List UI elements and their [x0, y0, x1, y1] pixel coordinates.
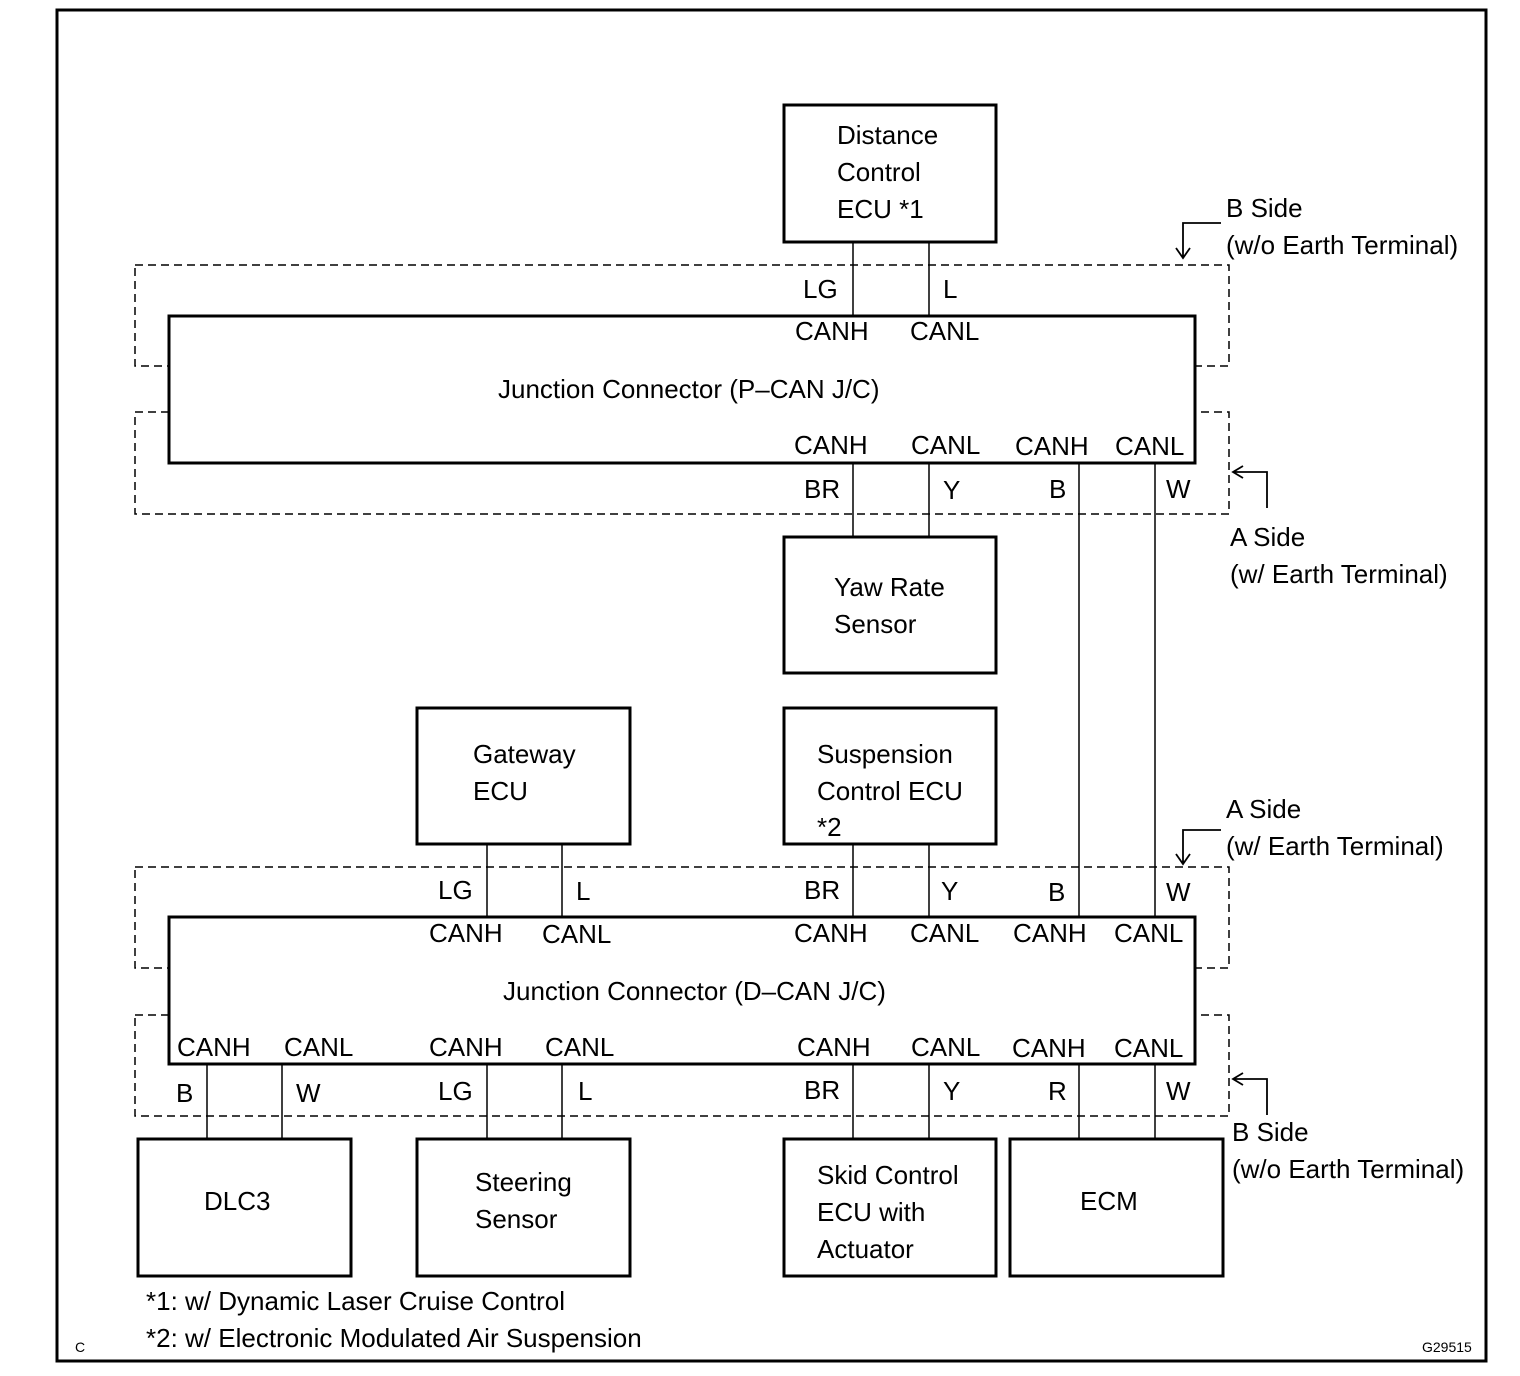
wire-color-label: Y — [941, 876, 958, 906]
diagram-frame — [55, 8, 1488, 1363]
terminal-label: CANL — [911, 430, 980, 460]
wire-color-label: BR — [804, 1075, 840, 1105]
gateway-ecu-line-2: ECU — [473, 776, 528, 806]
wire-color-label: L — [578, 1076, 592, 1106]
d-can-junction-title: Junction Connector (D–CAN J/C) — [503, 976, 886, 1006]
terminal-label: CANL — [1114, 918, 1183, 948]
terminal-label: CANH — [1013, 918, 1087, 948]
wire-color-label: BR — [804, 875, 840, 905]
distance-ecu-box — [782, 103, 998, 244]
a-side-subtitle: (w/ Earth Terminal) — [1230, 559, 1448, 589]
steering-sensor-line-1: Steering — [475, 1167, 572, 1197]
terminal-label: CANH — [794, 918, 868, 948]
suspension-ecu-line-2: Control ECU — [817, 776, 963, 806]
suspension-ecu-line-3: *2 — [817, 812, 842, 842]
wire-color-label: R — [1048, 1076, 1067, 1106]
yaw-rate-sensor-line-2: Sensor — [834, 609, 917, 639]
terminal-label: CANH — [795, 316, 869, 346]
gateway-ecu-box — [415, 706, 632, 846]
terminal-label: CANL — [1114, 1033, 1183, 1063]
distance-ecu-line-1: Distance — [837, 120, 938, 150]
distance-ecu-line-3: ECU *1 — [837, 194, 924, 224]
gateway-ecu-line-1: Gateway — [473, 739, 576, 769]
terminal-label: CANH — [797, 1032, 871, 1062]
wire-color-label: W — [1166, 877, 1191, 907]
wire-color-label: LG — [438, 875, 473, 905]
wire-color-label: LG — [438, 1076, 473, 1106]
terminal-label: CANH — [1012, 1033, 1086, 1063]
terminal-label: CANH — [429, 918, 503, 948]
wire-color-label: L — [943, 274, 957, 304]
skid-control-ecu-box — [782, 1137, 998, 1278]
a-side-subtitle: (w/ Earth Terminal) — [1226, 831, 1444, 861]
distance-ecu-line-2: Control — [837, 157, 921, 187]
a-side-title: A Side — [1230, 522, 1305, 552]
terminal-label: CANH — [429, 1032, 503, 1062]
ecm-box — [1008, 1137, 1225, 1278]
yaw-rate-sensor-line-1: Yaw Rate — [834, 572, 945, 602]
footnote-2: *2: w/ Electronic Modulated Air Suspensi… — [146, 1323, 642, 1353]
p-can-junction-box — [167, 314, 1197, 465]
wire-color-label: W — [296, 1078, 321, 1108]
terminal-label: CANL — [910, 918, 979, 948]
skid-control-ecu-line-3: Actuator — [817, 1234, 914, 1264]
b-side-title: B Side — [1232, 1117, 1309, 1147]
steering-sensor-box — [415, 1137, 632, 1278]
terminal-label: CANH — [1015, 431, 1089, 461]
wire-color-label: W — [1166, 1076, 1191, 1106]
p-can-junction-title: Junction Connector (P–CAN J/C) — [498, 374, 879, 404]
footnote-1: *1: w/ Dynamic Laser Cruise Control — [146, 1286, 565, 1316]
wire-color-label: B — [176, 1078, 193, 1108]
terminal-label: CANL — [545, 1032, 614, 1062]
dlc3-label: DLC3 — [204, 1186, 270, 1216]
wire-color-label: W — [1166, 474, 1191, 504]
steering-sensor-line-2: Sensor — [475, 1204, 558, 1234]
yaw-rate-sensor-box — [782, 535, 998, 675]
suspension-ecu-line-1: Suspension — [817, 739, 953, 769]
terminal-label: CANL — [284, 1032, 353, 1062]
b-side-callout-arrow — [1231, 1072, 1268, 1115]
wire-color-label: B — [1048, 877, 1065, 907]
wire-color-label: B — [1049, 474, 1066, 504]
wire-color-label: L — [576, 876, 590, 906]
a-side-callout-arrow — [1175, 829, 1221, 866]
wire-color-label: Y — [943, 1076, 960, 1106]
terminal-label: CANL — [1115, 431, 1184, 461]
corner-mark: C — [75, 1339, 85, 1355]
a-side-callout-arrow — [1231, 465, 1268, 508]
skid-control-ecu-line-2: ECU with — [817, 1197, 925, 1227]
b-side-subtitle: (w/o Earth Terminal) — [1232, 1154, 1464, 1184]
a-side-title: A Side — [1226, 794, 1301, 824]
b-side-subtitle: (w/o Earth Terminal) — [1226, 230, 1458, 260]
terminal-label: CANL — [911, 1032, 980, 1062]
b-side-callout-arrow — [1175, 222, 1221, 260]
skid-control-ecu-line-1: Skid Control — [817, 1160, 959, 1190]
terminal-label: CANH — [794, 430, 868, 460]
d-can-junction-box — [167, 915, 1197, 1066]
b-side-title: B Side — [1226, 193, 1303, 223]
wires — [206, 242, 1156, 1139]
figure-code: G29515 — [1422, 1339, 1472, 1355]
wire-color-label: BR — [804, 474, 840, 504]
wire-color-label: LG — [803, 274, 838, 304]
dlc3-box — [136, 1137, 353, 1278]
suspension-ecu-box — [782, 706, 998, 846]
ecm-label: ECM — [1080, 1186, 1138, 1216]
terminal-label: CANH — [177, 1032, 251, 1062]
wire-color-label: Y — [943, 475, 960, 505]
terminal-label: CANL — [542, 919, 611, 949]
terminal-label: CANL — [910, 316, 979, 346]
